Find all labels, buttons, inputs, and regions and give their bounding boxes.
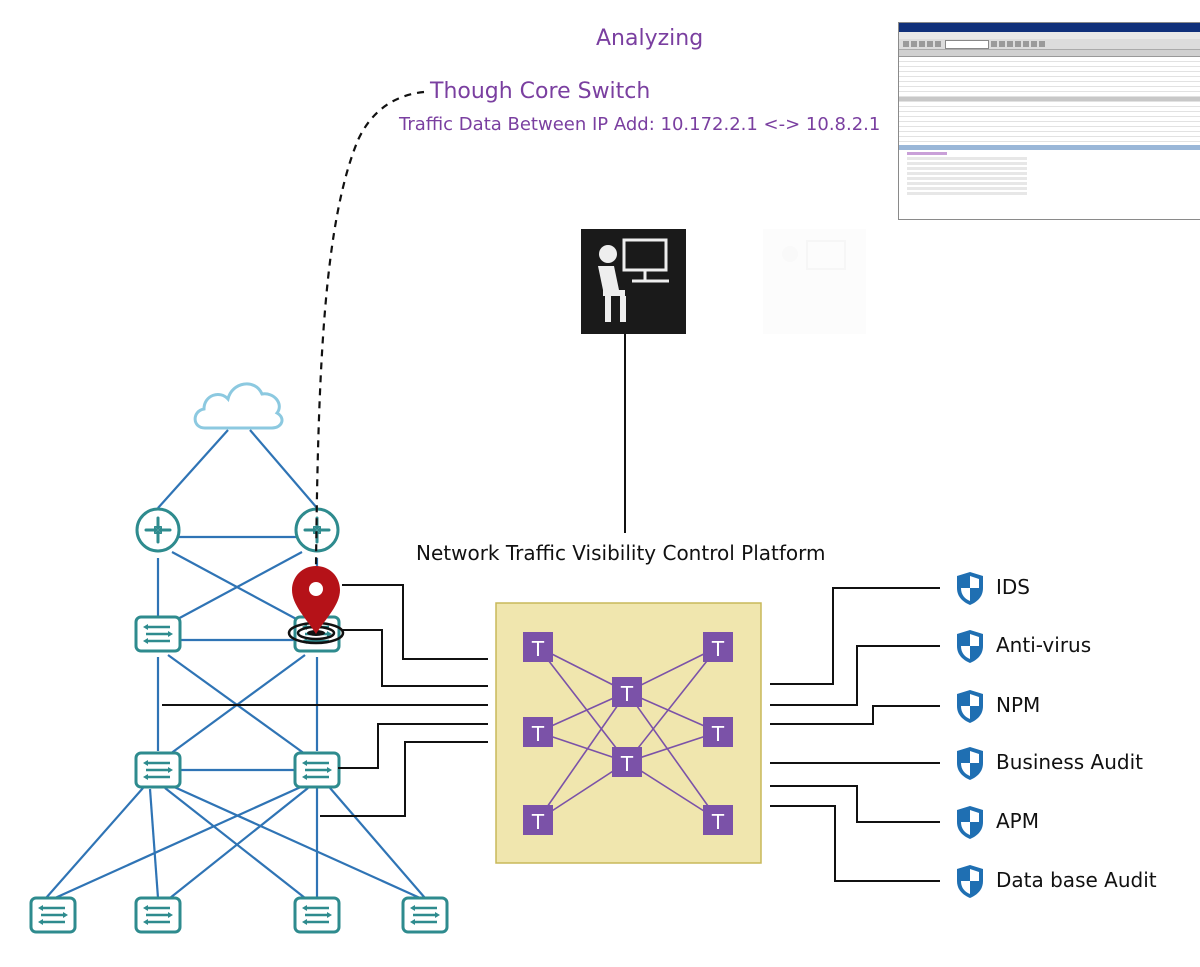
tap-label: T	[620, 752, 634, 776]
tool-label-npm: NPM	[996, 693, 1041, 717]
shield-icon-apm	[957, 806, 983, 839]
analyzer-toolbar	[899, 39, 1200, 50]
traffic-data-label: Traffic Data Between IP Add: 10.172.2.1 …	[399, 114, 881, 135]
pane-divider	[899, 145, 1200, 150]
tap-label: T	[531, 810, 545, 834]
shield-icon-database-audit	[957, 865, 983, 898]
tap-node-in-1: T	[523, 632, 553, 662]
switch-icon-aggregation-left	[134, 615, 182, 653]
router-icon-left	[135, 507, 181, 553]
cloud-icon	[193, 382, 284, 430]
core-switch-label: Though Core Switch	[430, 79, 651, 104]
switch-icon-access-3	[293, 896, 341, 934]
tap-node-mid-1: T	[612, 677, 642, 707]
tap-label: T	[711, 810, 725, 834]
switch-icon-access-1	[29, 896, 77, 934]
packet-analyzer-screenshot	[898, 22, 1200, 220]
tap-node-in-2: T	[523, 717, 553, 747]
tap-label: T	[531, 637, 545, 661]
platform-title: Network Traffic Visibility Control Platf…	[416, 541, 826, 565]
analyzing-label: Analyzing	[596, 26, 704, 51]
tap-node-out-2: T	[703, 717, 733, 747]
shield-icon-npm	[957, 690, 983, 723]
network-links	[45, 429, 426, 900]
tool-label-apm: APM	[996, 809, 1039, 833]
tool-label-ids: IDS	[996, 575, 1030, 599]
trace-arrow	[309, 90, 425, 580]
tap-node-out-1: T	[703, 632, 733, 662]
packet-list-header	[899, 50, 1200, 57]
location-pin-icon	[287, 566, 345, 645]
tap-node-mid-2: T	[612, 747, 642, 777]
analyzer-menu-bar	[899, 32, 1200, 39]
tap-label: T	[711, 722, 725, 746]
tap-label: T	[620, 682, 634, 706]
switch-icon-distribution-right	[293, 751, 341, 789]
switch-icon-distribution-left	[134, 751, 182, 789]
tool-links	[770, 587, 940, 882]
tool-label-business-audit: Business Audit	[996, 750, 1144, 774]
switch-icon-access-2	[134, 896, 182, 934]
mirror-links	[162, 584, 488, 817]
tool-label-antivirus: Anti-virus	[996, 633, 1092, 657]
analyzer-title-bar	[899, 23, 1200, 32]
switch-icon-access-4	[401, 896, 449, 934]
tap-label: T	[531, 722, 545, 746]
packet-list	[899, 57, 1200, 145]
operator-workstation-icon-faded	[763, 229, 866, 334]
tap-label: T	[711, 637, 725, 661]
packet-detail-pane	[899, 152, 1200, 218]
operator-workstation-icon	[581, 229, 686, 334]
shield-icon-business-audit	[957, 747, 983, 780]
tap-node-out-3: T	[703, 805, 733, 835]
shield-icon-antivirus	[957, 630, 983, 663]
tool-label-database-audit: Data base Audit	[996, 868, 1157, 892]
shield-icon-ids	[957, 572, 983, 605]
tap-node-in-3: T	[523, 805, 553, 835]
